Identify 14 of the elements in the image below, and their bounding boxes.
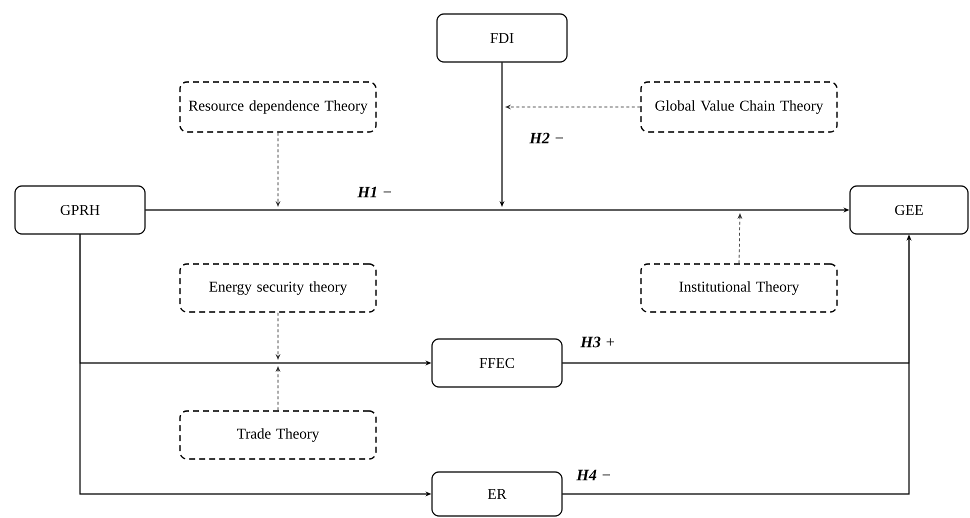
edge-label: H2 −	[528, 132, 566, 144]
theory-box: Trade Theory	[179, 410, 377, 460]
theory-box: Institutional Theory	[640, 263, 838, 313]
edge-label: H1 −	[356, 186, 394, 198]
variable-box: ER	[431, 471, 563, 517]
edge-label: H3 +	[579, 336, 617, 348]
edge-label: H4 −	[575, 468, 613, 482]
variable-box: FDI	[436, 13, 568, 63]
theory-box: Resource dependence Theory	[179, 81, 377, 133]
theory-box: Global Value Chain Theory	[640, 81, 838, 133]
variable-box: GPRH	[14, 185, 146, 235]
variable-box: FFEC	[431, 338, 563, 388]
variable-box: GEE	[849, 185, 969, 235]
theory-box: Energy security theory	[179, 263, 377, 313]
